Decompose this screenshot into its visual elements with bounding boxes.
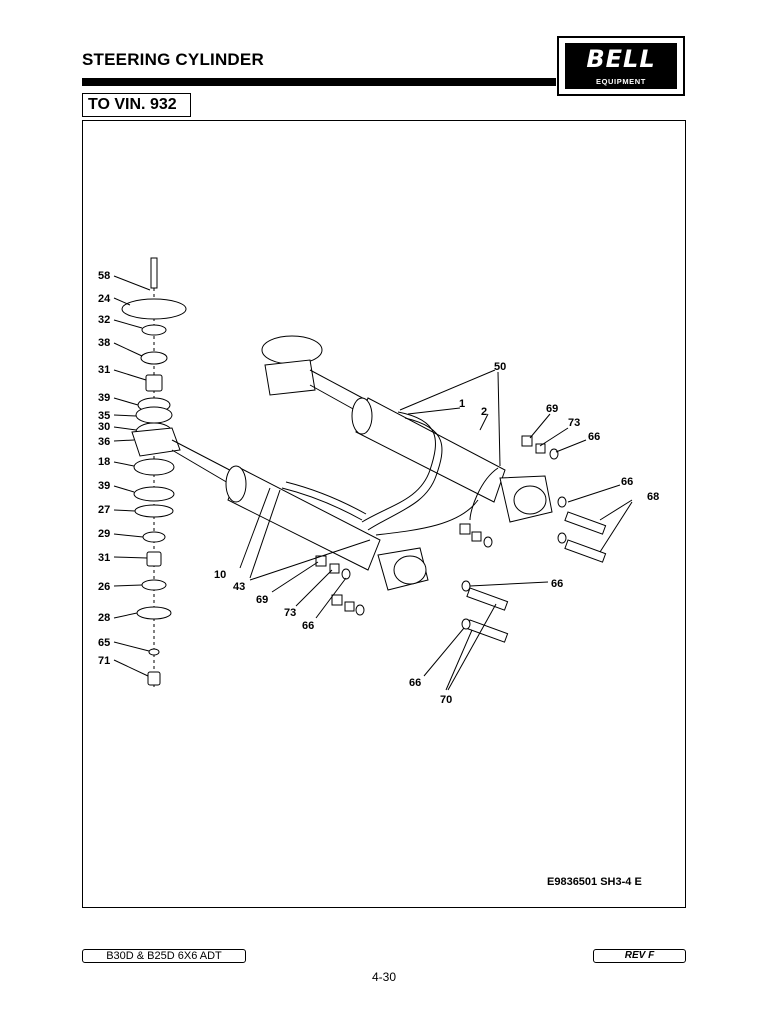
logo-badge: BELL EQUIPMENT: [565, 43, 677, 89]
callout-70: 70: [440, 694, 452, 706]
page-title: STEERING CYLINDER: [82, 50, 264, 69]
callout-73-lower: 73: [284, 607, 296, 619]
callout-18: 18: [98, 456, 110, 468]
callout-28: 28: [98, 612, 110, 624]
callout-labels: 58 24 32 38 31 39 35 30 36 18 39 27 29 3…: [98, 270, 659, 706]
washer-28-part: [136, 606, 172, 620]
callout-32: 32: [98, 314, 110, 326]
callout-66-mid: 66: [551, 578, 563, 590]
callout-2: 2: [481, 406, 487, 418]
callout-1: 1: [459, 398, 465, 410]
callout-58: 58: [98, 270, 110, 282]
bell-logo: BELL EQUIPMENT: [557, 36, 685, 96]
callout-73-upper: 73: [568, 417, 580, 429]
spacer-18-part: [133, 458, 175, 476]
diagram-frame: [82, 120, 686, 908]
callout-38: 38: [98, 337, 110, 349]
callout-66-bottom: 66: [409, 677, 421, 689]
callout-31-lower: 31: [98, 552, 110, 564]
seal-35-part: [135, 406, 173, 424]
cup-27-part: [134, 504, 174, 518]
steering-cylinder-lower: [131, 427, 429, 591]
callout-65: 65: [98, 637, 110, 649]
washer-65-part: [148, 648, 160, 656]
vin-label: TO VIN. 932: [82, 93, 191, 117]
circlip-26-part: [141, 579, 167, 591]
callout-36: 36: [98, 436, 110, 448]
mounting-bolts: [461, 496, 607, 643]
callout-43: 43: [233, 581, 245, 593]
drawing-reference: E9836501 SH3-4 E: [547, 876, 642, 888]
nut-31b-part: [146, 551, 162, 567]
callout-66-lower-left: 66: [302, 620, 314, 632]
callout-27: 27: [98, 504, 110, 516]
logo-subtext: EQUIPMENT: [596, 77, 646, 86]
callout-39-upper: 39: [98, 392, 110, 404]
leader-lines: [113, 275, 633, 691]
nut-31-part: [145, 374, 163, 392]
model-label: B30D & B25D 6X6 ADT: [82, 949, 246, 963]
washer-32-part: [141, 324, 167, 336]
callout-71: 71: [98, 655, 110, 667]
callout-66-right: 66: [621, 476, 633, 488]
steering-cylinder-upper: [261, 335, 553, 523]
callout-26: 26: [98, 581, 110, 593]
callout-69-upper: 69: [546, 403, 558, 415]
callout-69-lower: 69: [256, 594, 268, 606]
revision-label: REV F: [593, 949, 686, 963]
bolt-58-part: [150, 257, 158, 289]
ring-29-part: [142, 531, 166, 543]
callout-68: 68: [647, 491, 659, 503]
callout-24: 24: [98, 293, 111, 305]
hydraulic-hoses: [281, 411, 499, 536]
bearing-39b-part: [133, 486, 175, 502]
callout-30: 30: [98, 421, 110, 433]
callout-39-lower: 39: [98, 480, 110, 492]
callout-50: 50: [494, 361, 506, 373]
page-number: 4-30: [371, 970, 397, 984]
callout-35: 35: [98, 410, 110, 422]
callout-29: 29: [98, 528, 110, 540]
title-rule: [82, 78, 556, 86]
callout-31-upper: 31: [98, 364, 110, 376]
callout-10: 10: [214, 569, 226, 581]
ring-38-part: [140, 351, 168, 365]
nuts-and-washers: [315, 435, 559, 616]
nut-71-part: [147, 671, 161, 686]
callout-66-upper: 66: [588, 431, 600, 443]
logo-wordmark: BELL: [586, 45, 656, 73]
plate-24-part: [121, 298, 187, 320]
